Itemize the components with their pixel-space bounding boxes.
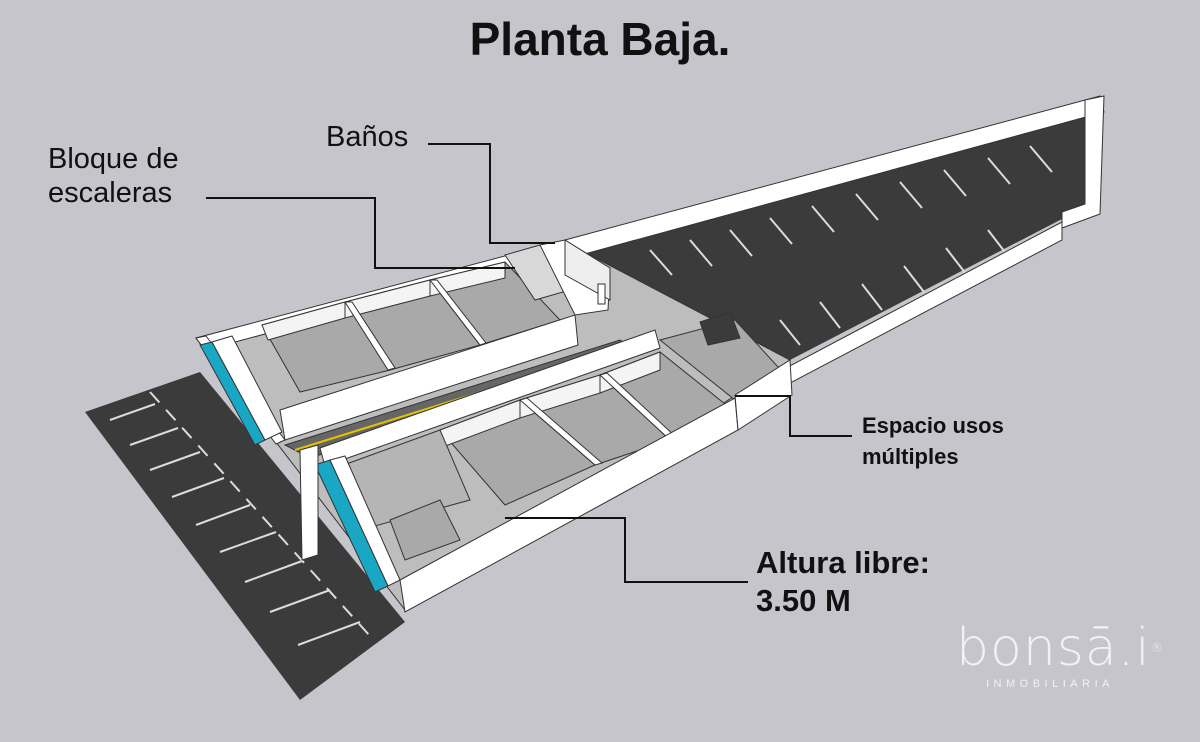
- logo-registered: ®: [1150, 641, 1164, 655]
- parking-stripes-right: [649, 145, 1053, 346]
- label-bloque-escaleras: Bloque de escaleras: [48, 142, 179, 210]
- front-block-back-wall: [319, 329, 661, 467]
- page-title: Planta Baja.: [469, 13, 731, 65]
- leader-line-altura: [505, 517, 748, 583]
- leader-lines: [206, 143, 852, 583]
- stair-block: [504, 239, 611, 316]
- leader-line-usos: [735, 395, 852, 437]
- label-altura-libre: Altura libre: 3.50 M: [756, 544, 930, 620]
- back-rooms: [261, 261, 561, 393]
- logo-subtitle: INMOBILIARIA: [986, 678, 1114, 690]
- logo-word: bonsā.i: [956, 618, 1151, 678]
- logo-wordmark: bonsā.i®: [956, 620, 1176, 676]
- label-altura-line2: 3.50 M: [756, 583, 851, 618]
- label-escaleras-line1: Bloque de: [48, 143, 179, 175]
- company-logo: bonsā.i® INMOBILIARIA: [956, 620, 1176, 690]
- parking-lot-left: [85, 372, 405, 700]
- leader-line-escaleras: [206, 197, 515, 269]
- label-usos-line1: Espacio usos: [862, 413, 1004, 438]
- leader-line-banos: [428, 143, 555, 244]
- label-espacio-usos-multiples: Espacio usos múltiples: [862, 410, 1004, 472]
- parking-stripes-left: [109, 391, 371, 646]
- label-banos: Baños: [326, 121, 409, 153]
- back-block-front-wall: [279, 314, 579, 441]
- label-altura-line1: Altura libre:: [756, 545, 930, 580]
- label-escaleras-line2: escaleras: [48, 177, 173, 209]
- glass-facade: [199, 335, 401, 593]
- label-usos-line2: múltiples: [862, 444, 959, 469]
